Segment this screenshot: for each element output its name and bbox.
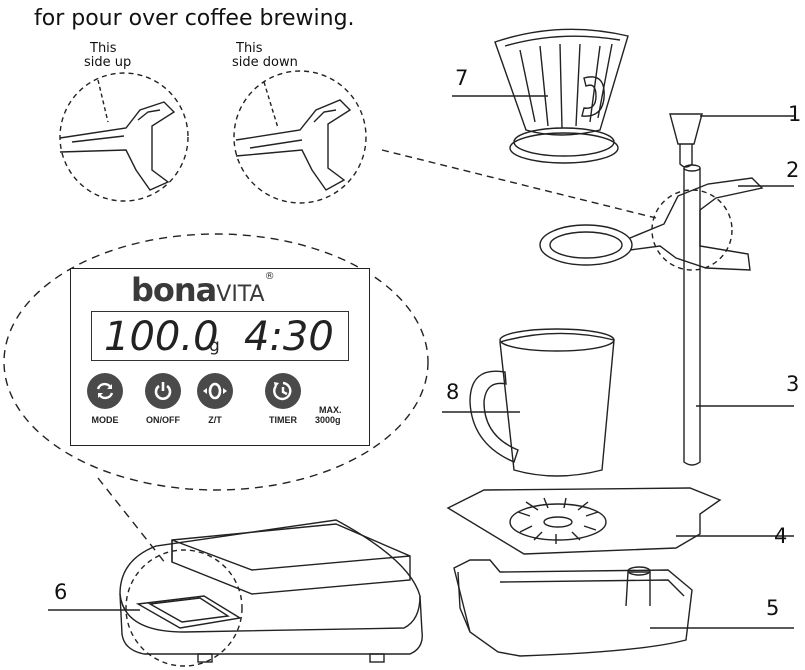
clamp-holder <box>540 178 762 270</box>
clamp-detail-up <box>60 80 174 190</box>
part-number-6: 6 <box>54 580 67 604</box>
power-icon <box>152 380 174 402</box>
part-number-1: 1 <box>788 102 801 126</box>
max-label: MAX. <box>315 405 342 415</box>
part-number-3: 3 <box>786 372 799 396</box>
lcd-display: 100.0 g 4:30 <box>91 311 349 361</box>
magnify-link-line <box>98 478 166 564</box>
detail-link-line <box>382 150 656 218</box>
part-number-7: 7 <box>455 66 468 90</box>
on-off-button[interactable] <box>145 373 181 409</box>
refresh-icon <box>94 380 116 402</box>
zero-tare-button[interactable] <box>197 373 233 409</box>
part-number-5: 5 <box>766 596 779 620</box>
zero-tare-icon <box>202 380 228 402</box>
brand-bold: bona <box>131 271 216 309</box>
part-number-2: 2 <box>786 158 799 182</box>
max-capacity: MAX. 3000g <box>315 405 342 425</box>
drip-tray-base <box>454 560 692 656</box>
zero-tare-label: Z/T <box>185 415 245 425</box>
drip-tray-cover <box>448 488 720 554</box>
mug <box>470 329 614 476</box>
clamp-detail-down <box>236 82 350 190</box>
brand-light: VITA <box>216 282 264 307</box>
brand-logo: bonaVITA® <box>131 271 274 309</box>
weight-unit: g <box>209 336 220 356</box>
part-number-8: 8 <box>446 380 459 404</box>
brand-mark: ® <box>265 271 274 282</box>
on-off-label: ON/OFF <box>133 415 193 425</box>
mode-button[interactable] <box>87 373 123 409</box>
knob <box>670 114 702 167</box>
timer-button[interactable] <box>265 373 301 409</box>
stand-rod <box>684 165 700 465</box>
timer-readout: 4:30 <box>244 314 334 360</box>
clock-icon <box>272 380 294 402</box>
scale-control-panel: bonaVITA® 100.0 g 4:30 MODE <box>70 268 370 446</box>
timer-label: TIMER <box>253 415 313 425</box>
scale-base <box>120 520 422 666</box>
max-value: 3000g <box>315 415 342 425</box>
weight-readout: 100.0 <box>104 314 219 360</box>
mode-label: MODE <box>75 415 135 425</box>
part-number-4: 4 <box>774 524 787 548</box>
